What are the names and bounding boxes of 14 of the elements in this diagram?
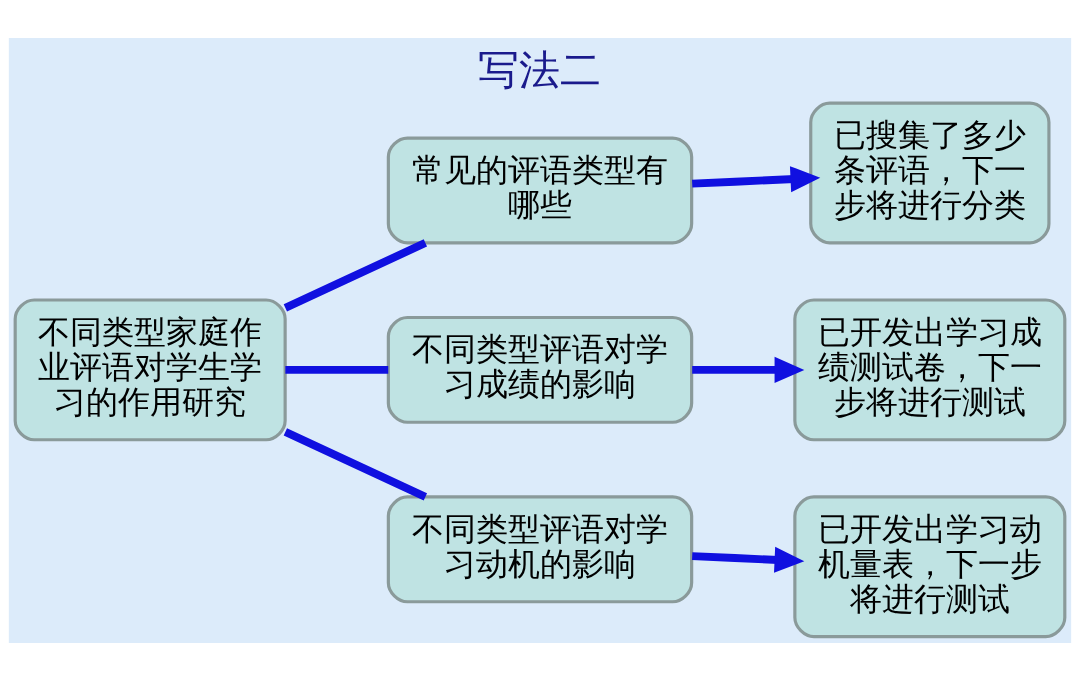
node-box: 不同类型评语对学习成绩的影响: [386, 315, 694, 424]
connector: [285, 365, 389, 374]
arrow: [692, 546, 805, 573]
arrow: [692, 356, 805, 383]
node-box: 不同类型评语对学习动机的影响: [386, 494, 694, 603]
connector: [283, 427, 428, 500]
connector: [283, 238, 428, 311]
arrow: [692, 165, 821, 192]
node-box: 已开发出学习动机量表，下一步将进行测试: [793, 494, 1067, 638]
node-box: 常见的评语类型有哪些: [386, 135, 694, 244]
node-box: 已搜集了多少条评语，下一步将进行分类: [809, 101, 1051, 244]
node-box: 不同类型家庭作业评语对学生学习的作用研究: [13, 297, 287, 441]
node-box: 已开发出学习成绩测试卷，下一步将进行测试: [793, 297, 1067, 441]
diagram-title: 写法二: [478, 45, 602, 94]
